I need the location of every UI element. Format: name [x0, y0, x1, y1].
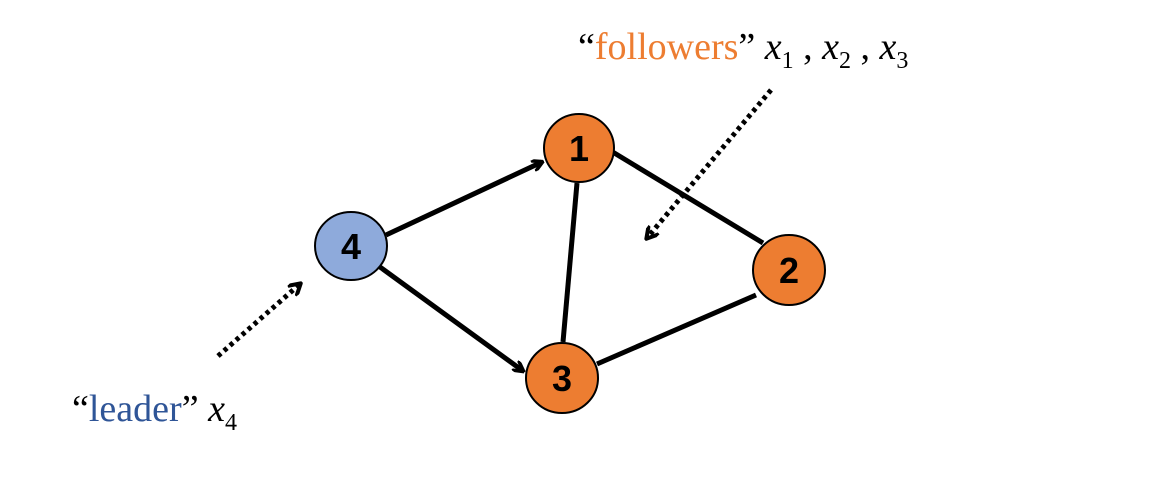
node-2-label: 2 [779, 250, 799, 291]
separator-1: , [803, 26, 813, 68]
edge-3-2 [596, 292, 757, 367]
node-3-circle [525, 342, 599, 414]
edge-1-2 [609, 148, 765, 246]
leader-open-quote: “ [72, 388, 89, 430]
node-1[interactable]: 1 [543, 113, 615, 183]
node-1-label: 1 [569, 128, 589, 169]
edge-1-3 [560, 182, 580, 343]
leader-word: leader [88, 388, 182, 430]
follower-var-x1: x1 [764, 26, 794, 74]
leader-var-x4: x4 [208, 388, 237, 436]
followers-pointer-arrow [647, 88, 773, 238]
leader-annotation: “leader” x4 [72, 390, 237, 435]
follower-var-x2: x2 [822, 26, 852, 74]
node-4-circle [314, 211, 388, 281]
separator-2: , [860, 26, 871, 68]
edge-4-to-1 [384, 162, 542, 238]
node-4-label: 4 [341, 226, 361, 267]
node-4[interactable]: 4 [314, 211, 388, 281]
followers-open-quote: “ [578, 26, 595, 68]
leader-close-quote: ” [181, 388, 199, 430]
followers-annotation: “followers” x1 , x2 , x3 [578, 28, 908, 73]
node-2-circle [752, 234, 826, 306]
node-2[interactable]: 2 [752, 234, 826, 306]
followers-word: followers [594, 26, 739, 68]
edge-4-to-3 [378, 264, 523, 371]
follower-var-x3: x3 [879, 26, 909, 74]
node-3[interactable]: 3 [525, 342, 599, 414]
node-3-label: 3 [552, 358, 572, 399]
node-1-circle [543, 113, 615, 183]
leader-pointer-arrow [216, 284, 300, 358]
followers-close-quote: ” [738, 26, 756, 68]
